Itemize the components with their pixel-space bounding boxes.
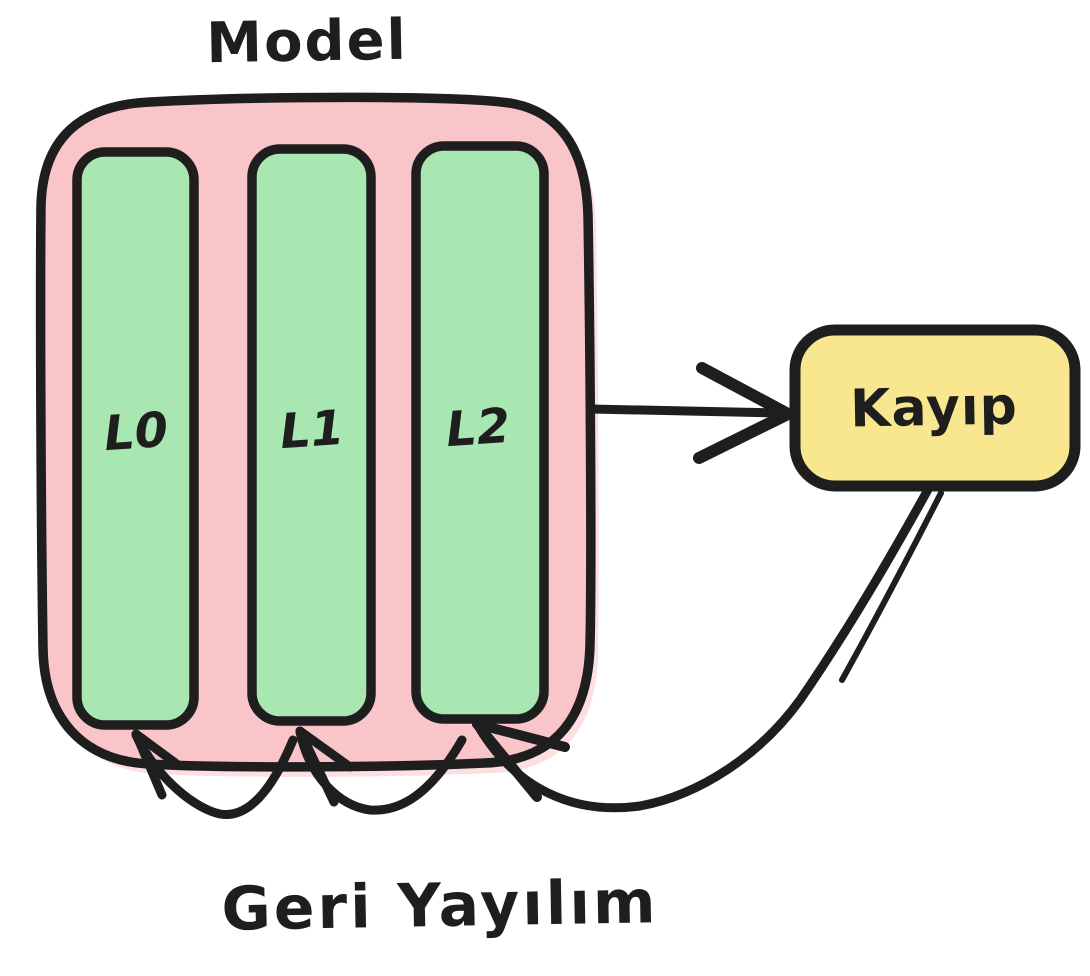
- loss-label: Kayıp: [849, 376, 1019, 440]
- layer-l0-shape: [72, 147, 199, 730]
- forward-arrow: [586, 362, 794, 464]
- layer-label-l0: L0: [102, 401, 170, 463]
- layer-label-l2: L2: [444, 397, 512, 459]
- arrowhead-l1: [295, 726, 355, 807]
- layer-l2-shape: [411, 141, 549, 724]
- backprop-curve: [472, 481, 944, 813]
- loss-box-shape: [789, 324, 1081, 492]
- model-title: Model: [205, 7, 409, 77]
- backprop-caption: Geri Yayılım: [220, 867, 660, 945]
- arrowhead-l0: [131, 729, 183, 800]
- backprop-curve-double-stroke: [839, 490, 944, 683]
- layer-label-l1: L1: [278, 399, 346, 461]
- backprop-arc-l1-l0: [131, 729, 298, 820]
- layer-l1-shape: [247, 144, 376, 726]
- backprop-arc-l2-l1: [295, 726, 467, 815]
- arrowhead-l2: [472, 719, 570, 802]
